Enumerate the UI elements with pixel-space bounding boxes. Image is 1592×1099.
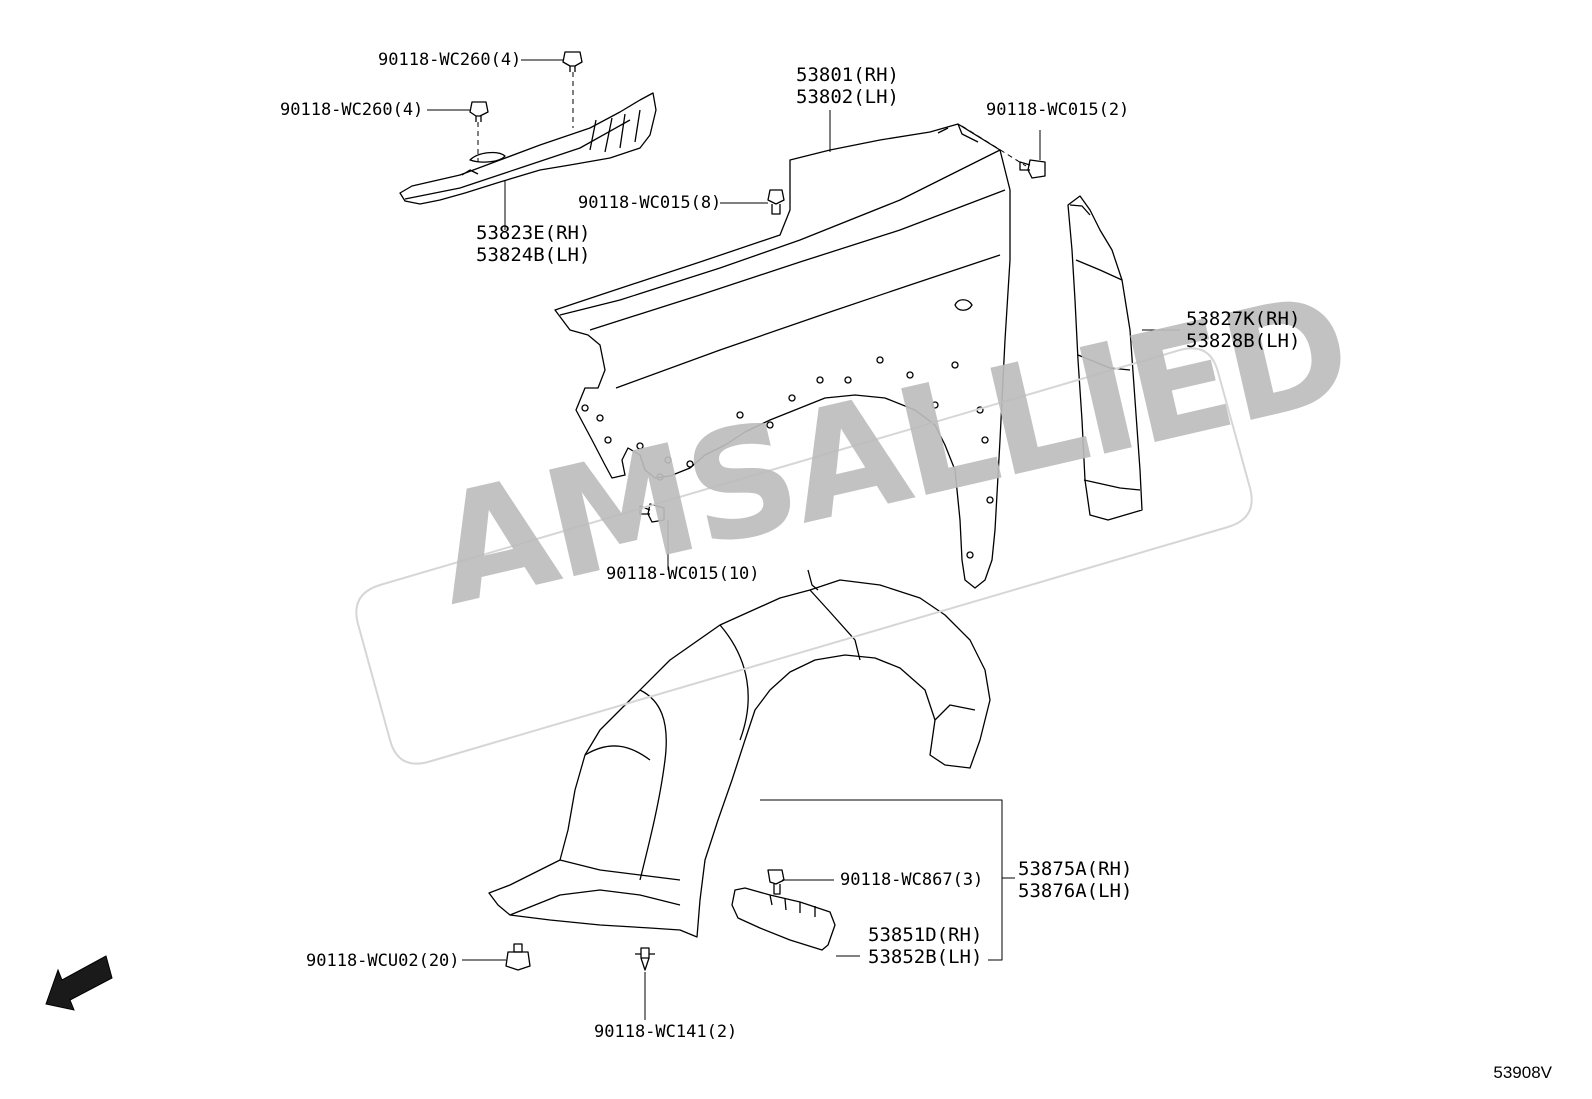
label-clip-wc867[interactable]: 90118-WC867(3) (840, 870, 984, 890)
leader-lines (427, 59, 1180, 1020)
clip-wc141-icon (635, 947, 655, 971)
label-bolt-wc015-2[interactable]: 90118-WC015(2) (986, 100, 1130, 120)
label-seal-rh[interactable]: 53823E(RH) (476, 222, 591, 244)
label-liner-lh[interactable]: 53876A(LH) (1018, 880, 1133, 902)
label-fender-liner-side[interactable]: 53827K(RH) 53828B(LH) (1186, 308, 1300, 352)
label-bolt-wc015-8[interactable]: 90118-WC015(8) (578, 193, 722, 213)
fender-liner (488, 569, 991, 938)
label-clip-wc260-top[interactable]: 90118-WC260(4) (378, 50, 522, 70)
label-seal-lh[interactable]: 53824B(LH) (476, 244, 591, 266)
label-fender-liner[interactable]: 53875A(RH) 53876A(LH) (1018, 858, 1132, 902)
label-splash-shield[interactable]: 53851D(RH) 53852B(LH) (868, 924, 982, 968)
label-cowl-side-seal[interactable]: 53823E(RH) 53824B(LH) (476, 222, 590, 266)
bolt-wc015-8-icon (767, 189, 785, 215)
label-clip-wc141[interactable]: 90118-WC141(2) (594, 1022, 738, 1042)
label-liner-side-rh[interactable]: 53827K(RH) (1186, 308, 1301, 330)
clip-wc867-icon (767, 869, 785, 895)
bolt-wc015-2-icon (1019, 159, 1046, 179)
splash-shield (731, 887, 836, 951)
label-splash-lh[interactable]: 53852B(LH) (868, 946, 983, 968)
clip-wcu02-icon (505, 943, 531, 971)
label-fender-lh[interactable]: 53802(LH) (796, 86, 899, 108)
cowl-side-seal (399, 92, 657, 205)
fwd-arrow-icon (45, 955, 113, 1011)
clip-wc260-top-icon (562, 51, 583, 72)
drawing-id: 53908V (1493, 1063, 1552, 1082)
label-bolt-wc015-10[interactable]: 90118-WC015(10) (606, 564, 760, 584)
label-clip-wcu02[interactable]: 90118-WCU02(20) (306, 951, 460, 971)
label-front-fender[interactable]: 53801(RH) 53802(LH) (796, 64, 899, 108)
label-liner-rh[interactable]: 53875A(RH) (1018, 858, 1133, 880)
watermark-frame (355, 347, 1253, 765)
label-clip-wc260-left[interactable]: 90118-WC260(4) (280, 100, 424, 120)
label-fender-rh[interactable]: 53801(RH) (796, 64, 899, 86)
label-liner-side-lh[interactable]: 53828B(LH) (1186, 330, 1301, 352)
front-fender (554, 123, 1011, 589)
clip-wc260-left-icon (469, 101, 489, 122)
fender-liner-side (1067, 195, 1143, 521)
label-splash-rh[interactable]: 53851D(RH) (868, 924, 983, 946)
